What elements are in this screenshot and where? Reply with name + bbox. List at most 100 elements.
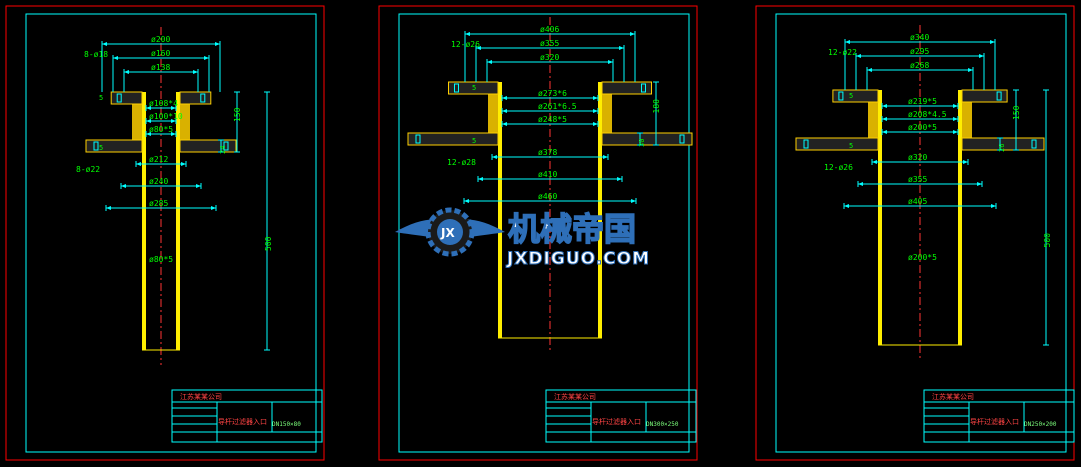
company-name: 江苏某某公司 bbox=[932, 392, 974, 401]
lower-diameter-label: ø405 bbox=[908, 197, 927, 206]
arrow-icon bbox=[193, 70, 198, 74]
sheet-border bbox=[775, 13, 1067, 453]
arrow-icon bbox=[953, 104, 958, 108]
sheet-frame bbox=[378, 5, 698, 461]
lower-flange-left bbox=[85, 139, 143, 153]
arrow-icon bbox=[845, 40, 850, 44]
arrow-icon bbox=[619, 46, 624, 50]
arrow-icon bbox=[593, 96, 598, 100]
bolt-hole-label: 8-ø18 bbox=[84, 50, 108, 59]
arrow-icon bbox=[487, 60, 492, 64]
pipe-wall-left bbox=[498, 82, 502, 338]
lower-diameter-label: ø320 bbox=[908, 153, 927, 162]
arrow-icon bbox=[882, 104, 887, 108]
bolt-hole-label: 12-ø26 bbox=[451, 40, 480, 49]
diameter-label: ø295 bbox=[910, 47, 929, 56]
bolt-hole bbox=[116, 93, 122, 103]
sleeve-left bbox=[132, 104, 142, 152]
arrow-icon bbox=[631, 199, 636, 203]
sleeve-right bbox=[962, 102, 972, 150]
diameter-label: ø138 bbox=[151, 63, 170, 72]
top-flange-right bbox=[601, 81, 652, 95]
pipe-wall-left bbox=[878, 90, 882, 345]
pipe-wall-right bbox=[598, 82, 602, 338]
arrow-icon bbox=[124, 70, 129, 74]
arrow-icon bbox=[991, 204, 996, 208]
arrow-icon bbox=[593, 109, 598, 113]
thickness-label: 5 bbox=[472, 84, 476, 92]
height-label: 500 bbox=[1043, 233, 1052, 248]
inner-diameter-label: ø208*4.5 bbox=[908, 110, 947, 119]
thickness-label: 5 bbox=[849, 92, 853, 100]
arrow-icon bbox=[146, 119, 151, 123]
diameter-label: ø268 bbox=[910, 61, 929, 70]
arrow-icon bbox=[617, 177, 622, 181]
pipe-label: ø80*5 bbox=[149, 255, 173, 264]
top-flange-right bbox=[961, 89, 1008, 103]
arrow-icon bbox=[476, 46, 481, 50]
bolt-hole-label: 12-ø26 bbox=[824, 163, 853, 172]
inner-diameter-label: ø248*5 bbox=[538, 115, 567, 124]
bolt-hole bbox=[93, 141, 99, 151]
arrow-icon bbox=[603, 155, 608, 159]
drawing-sheet-2: ø406ø355ø32012-ø26ø273*6ø261*6.5ø248*5ø3… bbox=[378, 5, 698, 461]
arrow-icon bbox=[171, 106, 176, 110]
pipe-wall-right bbox=[176, 92, 180, 350]
arrow-icon bbox=[968, 68, 973, 72]
thickness-label: 5 bbox=[472, 137, 476, 145]
diameter-label: ø160 bbox=[151, 49, 170, 58]
lower-diameter-label: ø212 bbox=[149, 155, 168, 164]
bolt-hole bbox=[996, 91, 1002, 101]
arrow-icon bbox=[478, 177, 483, 181]
watermark-english: JXDIGUO.COM bbox=[506, 249, 650, 269]
thickness-label: 5 bbox=[849, 142, 853, 150]
bolt-hole bbox=[1031, 139, 1037, 149]
sheet-frame bbox=[755, 5, 1075, 461]
arrow-icon bbox=[856, 54, 861, 58]
drawing-spec: DN250×200 bbox=[1024, 421, 1057, 428]
arrow-icon bbox=[882, 117, 887, 121]
arrow-icon bbox=[979, 54, 984, 58]
bolt-hole-label: 8-ø22 bbox=[76, 165, 100, 174]
arrow-icon bbox=[608, 60, 613, 64]
drawing-spec: DN150×80 bbox=[272, 421, 301, 428]
drawing-spec: DN300×250 bbox=[646, 421, 679, 428]
arrow-icon bbox=[882, 130, 887, 134]
flange-height-label: 30 bbox=[638, 139, 646, 147]
arrow-icon bbox=[106, 206, 111, 210]
arrow-icon bbox=[502, 122, 507, 126]
top-flange-right bbox=[179, 91, 212, 105]
lower-flange-right bbox=[179, 139, 237, 153]
arrow-icon bbox=[858, 182, 863, 186]
sleeve-left bbox=[488, 94, 498, 145]
bolt-hole bbox=[415, 134, 421, 144]
arrow-icon bbox=[211, 206, 216, 210]
pipe-wall-left bbox=[142, 92, 146, 350]
arrow-icon bbox=[464, 199, 469, 203]
lower-diameter-label: ø240 bbox=[149, 177, 168, 186]
inner-diameter-label: ø108*4 bbox=[149, 99, 178, 108]
top-flange-left bbox=[110, 91, 143, 105]
arrow-icon bbox=[146, 106, 151, 110]
arrow-icon bbox=[502, 109, 507, 113]
height-label: 150 bbox=[233, 107, 242, 122]
drawing-name: 导杆过滤器入口 bbox=[592, 417, 641, 426]
sheet-border bbox=[25, 13, 317, 453]
arrow-icon bbox=[990, 40, 995, 44]
inner-diameter-label: ø80*5 bbox=[149, 125, 173, 134]
arrow-icon bbox=[102, 42, 107, 46]
height-label: 500 bbox=[264, 236, 273, 251]
arrow-icon bbox=[121, 184, 126, 188]
watermark-chinese: 机械帝国 bbox=[508, 210, 636, 248]
height-label: 150 bbox=[1012, 105, 1021, 120]
bolt-hole bbox=[223, 141, 229, 151]
thickness-label: 5 bbox=[99, 94, 103, 102]
gear-core-icon bbox=[437, 219, 463, 245]
sheet-border bbox=[398, 13, 690, 453]
arrow-icon bbox=[215, 42, 220, 46]
drawing-sheet-1: ø200ø160ø1388-ø18ø108*4ø100*10ø80*5ø212ø… bbox=[5, 5, 325, 461]
arrow-icon bbox=[844, 204, 849, 208]
lower-flange-right bbox=[601, 132, 693, 146]
